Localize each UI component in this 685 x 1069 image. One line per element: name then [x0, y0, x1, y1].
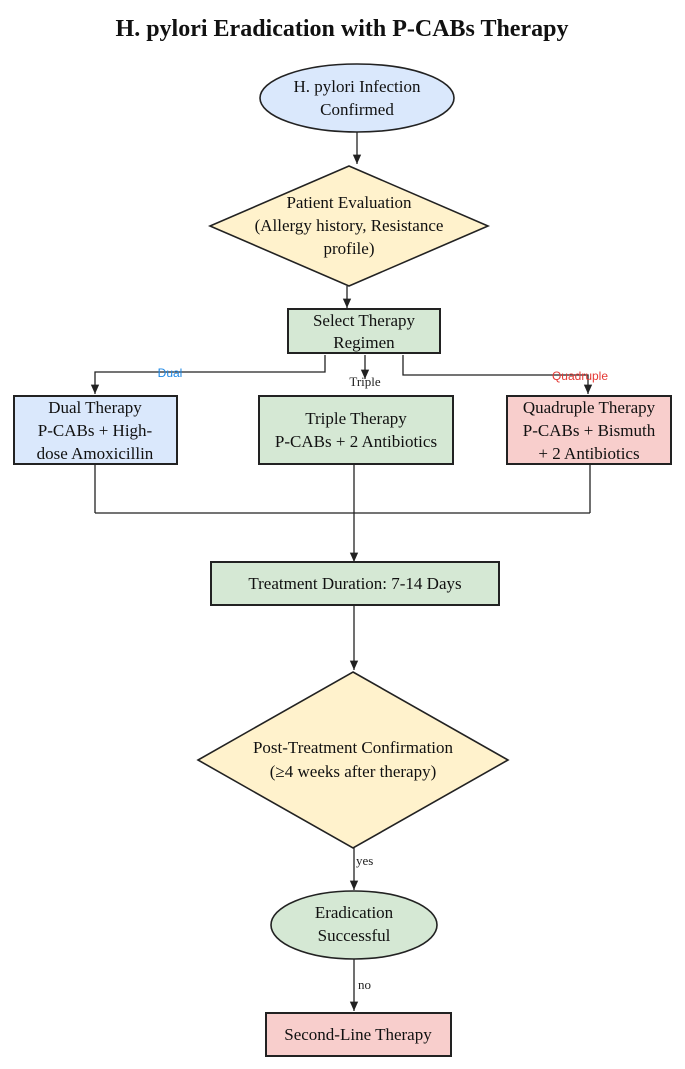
- edge-select-to-dual: [90, 355, 326, 394]
- node-triple-therapy: Triple Therapy P-CABs + 2 Antibiotics: [258, 395, 454, 465]
- node-line: Post-Treatment Confirmation: [253, 738, 454, 757]
- node-eradication-successful: Eradication Successful: [270, 890, 438, 960]
- edge-label-yes: yes: [356, 853, 373, 868]
- node-shape: [270, 890, 438, 960]
- node-treatment-duration: Treatment Duration: 7-14 Days: [210, 561, 500, 606]
- node-shape: [210, 561, 500, 606]
- node-line: (Allergy history, Resistance: [255, 216, 444, 235]
- node-line: Dual Therapy: [48, 398, 142, 417]
- page-title: H. pylori Eradication with P-CABs Therap…: [116, 16, 569, 42]
- node-line: P-CABs + High-: [38, 421, 153, 440]
- node-line: Eradication: [315, 903, 394, 922]
- node-second-line-therapy: Second-Line Therapy: [265, 1012, 452, 1057]
- node-shape: [259, 63, 455, 133]
- node-shape: [207, 165, 491, 287]
- edge-label-triple: Triple: [349, 374, 381, 389]
- node-line: Successful: [318, 926, 391, 945]
- node-line: H. pylori Infection: [294, 77, 421, 96]
- node-dual-therapy: Dual Therapy P-CABs + High- dose Amoxici…: [13, 395, 178, 465]
- node-line: (≥4 weeks after therapy): [270, 762, 437, 781]
- node-line: Second-Line Therapy: [284, 1025, 432, 1044]
- node-infection-confirmed: H. pylori Infection Confirmed: [259, 63, 455, 133]
- edge-label-no: no: [358, 977, 371, 992]
- node-quadruple-therapy: Quadruple Therapy P-CABs + Bismuth + 2 A…: [506, 395, 672, 465]
- node-shape: [258, 395, 454, 465]
- edge-label-quadruple: Quadruple: [552, 369, 608, 383]
- node-shape: [13, 395, 178, 465]
- node-shape: [196, 671, 510, 849]
- node-line: profile): [324, 239, 375, 258]
- node-line: P-CABs + Bismuth: [523, 421, 656, 440]
- node-line: Confirmed: [320, 100, 394, 119]
- node-post-treatment-confirmation: Post-Treatment Confirmation (≥4 weeks af…: [196, 671, 510, 849]
- node-shape: [287, 308, 441, 354]
- node-shape: [506, 395, 672, 465]
- edge-label-dual: Dual: [158, 366, 183, 380]
- node-line: Patient Evaluation: [286, 193, 412, 212]
- connectors: [90, 132, 593, 1011]
- node-line: + 2 Antibiotics: [538, 444, 639, 463]
- node-line: Triple Therapy: [305, 409, 407, 428]
- node-patient-evaluation: Patient Evaluation (Allergy history, Res…: [207, 165, 491, 287]
- node-line: Treatment Duration: 7-14 Days: [248, 574, 461, 593]
- node-line: Regimen: [333, 333, 395, 352]
- node-line: P-CABs + 2 Antibiotics: [275, 432, 437, 451]
- node-line: dose Amoxicillin: [37, 444, 154, 463]
- node-select-therapy: Select Therapy Regimen: [287, 308, 441, 354]
- node-shape: [265, 1012, 452, 1057]
- edge-select-to-quadruple: [402, 355, 593, 394]
- node-line: Select Therapy: [313, 311, 416, 330]
- node-line: Quadruple Therapy: [523, 398, 656, 417]
